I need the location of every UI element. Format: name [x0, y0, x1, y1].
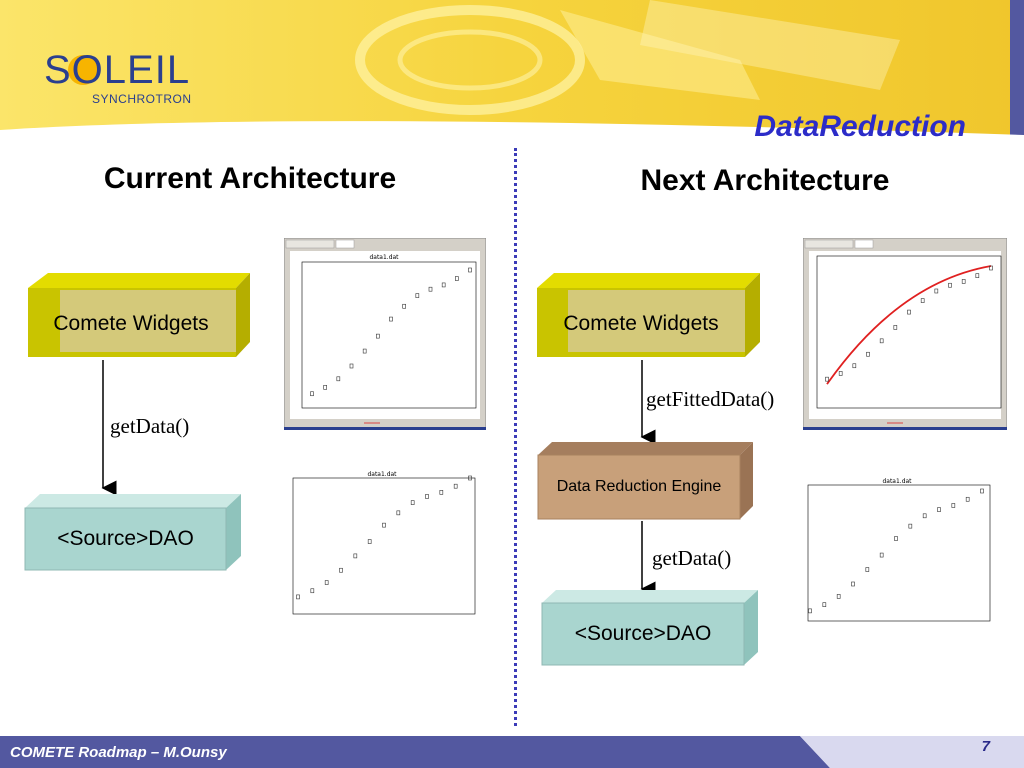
data-point — [879, 552, 884, 558]
data-point — [894, 536, 898, 541]
data-point — [975, 273, 980, 278]
plot-right-bottom: data1.dat — [800, 475, 993, 627]
footer-bar — [0, 736, 1024, 768]
data-point — [439, 490, 444, 495]
data-point — [336, 376, 341, 382]
next-architecture-title: Next Architecture — [640, 164, 890, 197]
data-point — [825, 376, 829, 382]
right-dao-box — [541, 590, 758, 666]
data-point — [852, 363, 857, 369]
data-point — [402, 303, 406, 309]
data-point — [851, 581, 855, 587]
data-point — [989, 265, 993, 271]
data-point — [961, 279, 966, 284]
left-getdata-label: getData() — [110, 414, 190, 438]
soleil-logo-subtitle: SYNCHROTRON — [92, 92, 192, 106]
slide-title: DataReduction — [754, 110, 966, 143]
data-point — [323, 385, 327, 390]
plot-left-bottom: data1.dat — [285, 468, 478, 620]
data-point — [965, 496, 970, 502]
data-point — [822, 602, 827, 607]
plot-title: data1.dat — [367, 471, 397, 478]
fit-curve — [826, 265, 992, 385]
data-point — [367, 539, 372, 544]
data-point — [838, 371, 843, 376]
sun-icon — [68, 55, 98, 85]
header-banner — [0, 0, 1024, 140]
data-point — [441, 282, 446, 288]
data-point — [425, 494, 429, 499]
column-divider — [514, 148, 517, 726]
data-point — [866, 351, 870, 357]
data-point — [362, 348, 367, 354]
data-point — [455, 276, 459, 281]
data-point — [468, 475, 472, 481]
right-widgets-label: Comete Widgets — [563, 312, 719, 335]
soleil-logo: SOLEIL — [44, 48, 191, 92]
page-number: 7 — [981, 738, 990, 755]
plot-window-right-top — [803, 238, 1007, 430]
data-point — [879, 338, 884, 344]
data-point — [951, 503, 956, 508]
data-point — [310, 391, 314, 397]
data-point — [934, 288, 939, 294]
data-point — [415, 293, 420, 298]
data-point — [324, 580, 329, 585]
data-point — [920, 298, 925, 303]
plot-title: data1.dat — [369, 254, 399, 261]
data-point — [922, 513, 927, 519]
data-point — [310, 588, 315, 594]
left-dao-box — [24, 494, 241, 571]
data-point — [907, 309, 911, 315]
plot-title: data1.dat — [882, 478, 912, 485]
plot-window-left-top: data1.dat — [284, 238, 486, 430]
engine-label: Data Reduction Engine — [556, 478, 722, 495]
data-point — [410, 500, 415, 505]
data-point — [353, 553, 358, 559]
right-dao-label: <Source>DAO — [574, 622, 712, 645]
data-point — [376, 333, 380, 339]
data-point — [396, 510, 401, 516]
current-architecture-title: Current Architecture — [103, 162, 397, 195]
data-point — [339, 567, 343, 573]
data-point — [937, 507, 941, 512]
data-point — [296, 594, 300, 600]
data-point — [908, 523, 913, 529]
data-point — [382, 522, 386, 528]
data-point — [980, 488, 984, 494]
left-comete-widgets-box — [28, 273, 250, 357]
data-point — [893, 325, 898, 330]
data-point — [428, 286, 433, 292]
right-comete-widgets-box — [537, 273, 760, 357]
data-point — [948, 282, 952, 288]
right-getdata-label: getData() — [652, 546, 732, 570]
data-point — [836, 594, 841, 599]
data-point — [808, 608, 812, 614]
footer-text: COMETE Roadmap – M.Ounsy — [10, 744, 227, 761]
data-point — [453, 483, 458, 489]
data-reduction-engine-box — [537, 442, 753, 520]
left-widgets-label: Comete Widgets — [53, 312, 209, 335]
data-point — [349, 363, 354, 369]
data-point — [389, 316, 393, 322]
data-point — [468, 267, 472, 273]
data-point — [865, 567, 870, 572]
left-dao-label: <Source>DAO — [57, 527, 194, 550]
getfitteddata-label: getFittedData() — [646, 387, 775, 411]
